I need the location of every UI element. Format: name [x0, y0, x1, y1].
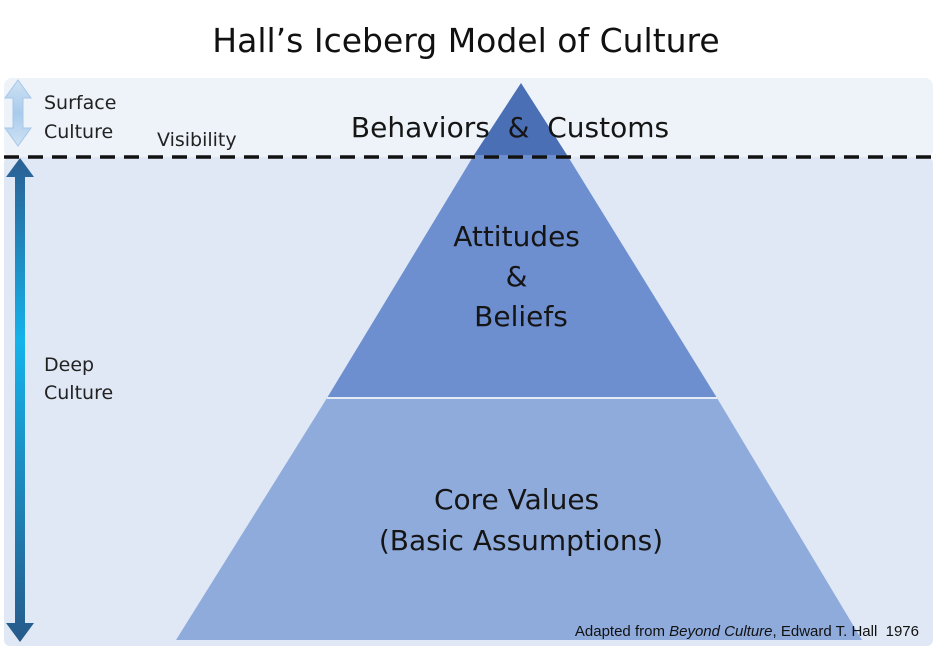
level-middle-line-3: Beliefs [474, 300, 568, 333]
credit-book-title: Beyond Culture [669, 623, 772, 640]
deep-label: Deep Culture [44, 354, 113, 404]
level-top-text: Behaviors & Customs [351, 111, 669, 144]
deep-label-line-2: Culture [44, 382, 113, 404]
source-credit: Adapted from Beyond Culture, Edward T. H… [575, 623, 919, 640]
deep-label-line-1: Deep [44, 354, 94, 376]
level-middle-line-2: & [506, 260, 528, 293]
credit-suffix: , Edward T. Hall 1976 [773, 623, 919, 640]
pyramid-tier-middle [327, 155, 717, 398]
deep-arrow [6, 158, 34, 642]
surface-label-line-1: Surface [44, 92, 116, 114]
surface-label: Surface Culture [44, 92, 122, 143]
surface-label-line-2: Culture [44, 121, 113, 143]
level-middle-text: Attitudes & Beliefs [453, 220, 589, 333]
credit-prefix: Adapted from [575, 623, 669, 640]
level-middle-line-1: Attitudes [453, 220, 580, 253]
surface-arrow [4, 79, 32, 147]
level-bottom-line-2: (Basic Assumptions) [379, 524, 663, 557]
level-bottom-text: Core Values (Basic Assumptions) [379, 483, 663, 557]
pyramid-tier-bottom [176, 398, 862, 640]
surface-panel [4, 78, 933, 158]
level-bottom-line-1: Core Values [434, 483, 599, 516]
visibility-label: Visibility [157, 129, 237, 151]
diagram-title: Hall’s Iceberg Model of Culture [212, 21, 719, 60]
pyramid-tier-top [474, 83, 567, 155]
